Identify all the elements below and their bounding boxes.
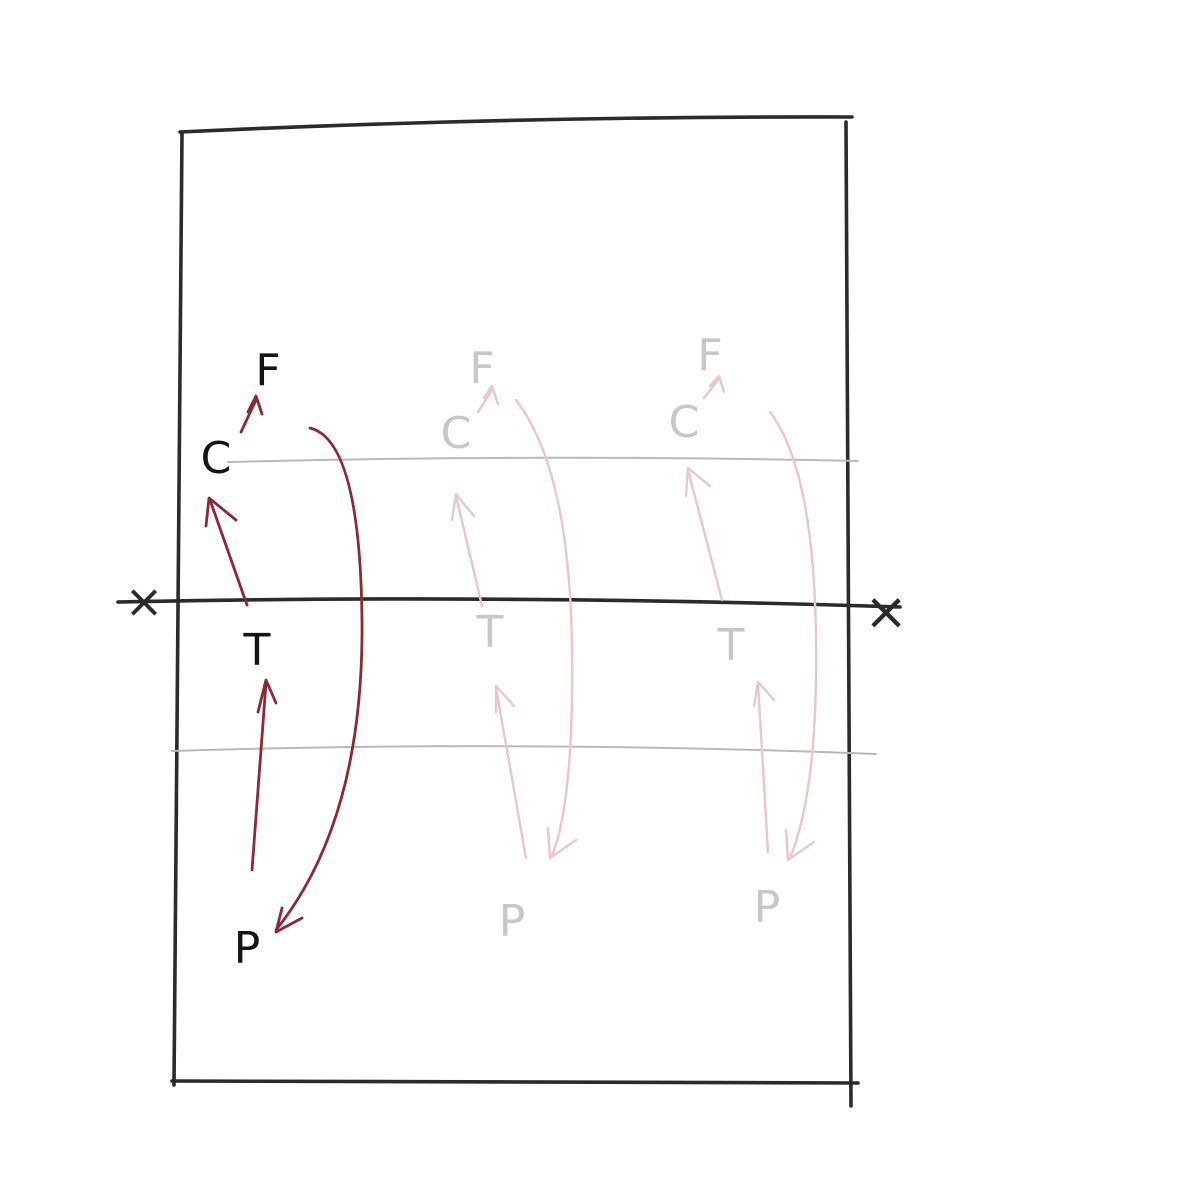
label-t-active: T xyxy=(243,625,271,676)
label-p-ghost-1: P xyxy=(499,896,526,947)
label-c-ghost-2: C xyxy=(669,397,700,448)
column-active: F C T P xyxy=(201,345,364,974)
frame-top xyxy=(178,115,854,134)
horizontal-axis: × × xyxy=(116,574,908,642)
arrow-f-to-p-ghost-2 xyxy=(768,410,818,862)
axis-left-mark: × xyxy=(125,574,164,628)
axis-line xyxy=(116,597,902,609)
arrow-t-to-c-active xyxy=(204,496,249,607)
column-ghost-2: F C T P xyxy=(669,330,818,933)
arrow-p-to-t-ghost-1 xyxy=(494,684,528,860)
label-f-active: F xyxy=(255,345,280,396)
label-p-active: P xyxy=(234,923,261,974)
lower-guide-line xyxy=(171,745,877,755)
arrow-c-to-f-ghost-1 xyxy=(476,384,500,414)
column-ghost-1: F C T P xyxy=(441,343,578,947)
frame-left xyxy=(172,131,184,1087)
frame xyxy=(170,115,860,1108)
upper-guide-line xyxy=(227,456,859,463)
label-f-ghost-1: F xyxy=(469,343,494,394)
arrow-p-to-t-active xyxy=(250,678,278,872)
arrow-c-to-f-ghost-2 xyxy=(702,374,726,400)
frame-right xyxy=(844,120,853,1108)
arrow-t-to-c-ghost-2 xyxy=(684,466,724,602)
label-c-ghost-1: C xyxy=(441,408,472,459)
arrow-f-to-p-ghost-1 xyxy=(514,398,578,860)
label-c-active: C xyxy=(201,433,232,484)
label-p-ghost-2: P xyxy=(754,882,781,933)
arrow-f-to-p-active xyxy=(274,426,364,934)
label-t-ghost-1: T xyxy=(476,607,504,658)
axis-right-mark: × xyxy=(864,582,908,642)
label-t-ghost-2: T xyxy=(717,620,745,671)
label-f-ghost-2: F xyxy=(697,330,722,381)
guide-lines xyxy=(171,456,877,755)
arrow-p-to-t-ghost-2 xyxy=(752,680,776,854)
arrow-t-to-c-ghost-1 xyxy=(450,492,484,608)
frame-bottom xyxy=(170,1079,860,1085)
arrow-c-to-f-active xyxy=(239,394,264,434)
